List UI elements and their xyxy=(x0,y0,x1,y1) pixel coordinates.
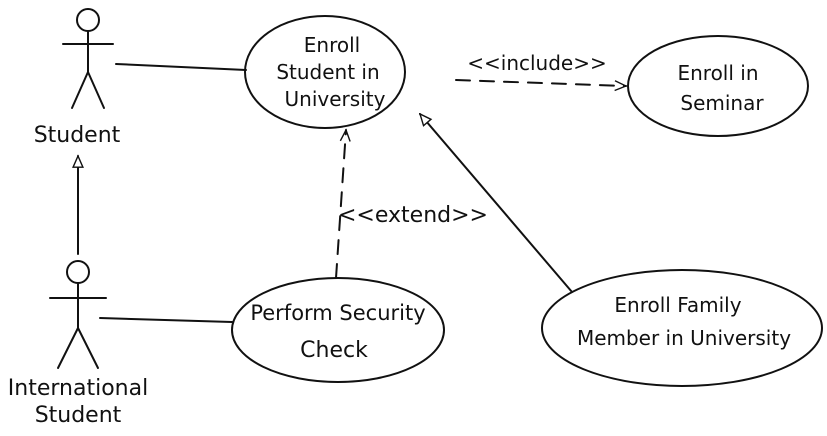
usecase-enroll-seminar-line1: Enroll in xyxy=(677,61,758,85)
usecase-enroll-student-line1: Enroll xyxy=(304,33,360,57)
actor-student-label: Student xyxy=(34,123,121,148)
usecase-security-check-line1: Perform Security xyxy=(250,301,425,325)
actor-student-head xyxy=(76,8,100,32)
extend-arrow xyxy=(335,130,346,279)
usecase-enroll-student-line2: Student in xyxy=(276,60,379,84)
association-student-enroll xyxy=(115,63,247,71)
usecase-enroll-family: Enroll Family Member in University xyxy=(541,269,823,387)
actor-intl-right-leg xyxy=(77,327,99,369)
usecase-enroll-family-line1: Enroll Family xyxy=(614,293,741,317)
generalization-family-to-enroll xyxy=(420,114,573,293)
usecase-enroll-seminar: Enroll in Seminar xyxy=(627,35,809,137)
usecase-enroll-family-line2: Member in University xyxy=(577,326,791,350)
usecase-security-check: Perform Security Check xyxy=(231,277,445,383)
association-intl-security xyxy=(99,317,233,323)
usecase-enroll-student: Enroll Student in University xyxy=(244,15,406,129)
actor-student: Student xyxy=(34,8,121,148)
actor-intl-head xyxy=(66,260,90,284)
actor-intl-left-leg xyxy=(57,327,79,369)
usecase-enroll-family-ellipse xyxy=(541,269,823,387)
usecase-enroll-seminar-line2: Seminar xyxy=(680,91,764,115)
actor-intl-label-line2: Student xyxy=(35,403,122,428)
usecase-enroll-student-line3: University xyxy=(285,87,386,111)
extend-label: <<extend>> xyxy=(338,203,488,228)
include-label: <<include>> xyxy=(467,51,607,75)
actor-intl-label-line1: International xyxy=(8,376,148,401)
include-arrow xyxy=(455,79,626,86)
usecase-enroll-student-ellipse xyxy=(244,15,406,129)
usecase-enroll-seminar-ellipse xyxy=(627,35,809,137)
actor-student-right-leg xyxy=(87,71,105,109)
usecase-security-check-ellipse xyxy=(231,277,445,383)
actor-international-student: International Student xyxy=(8,260,148,428)
actor-student-left-leg xyxy=(71,71,89,109)
usecase-security-check-line2: Check xyxy=(300,338,368,363)
